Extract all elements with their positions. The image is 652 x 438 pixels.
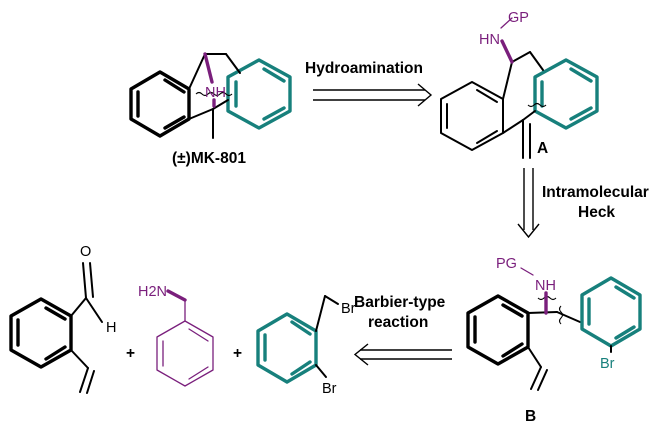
barbier-label-line2: reaction	[368, 314, 428, 331]
b-nh-label: NH	[535, 278, 556, 294]
a-right-ring	[533, 58, 599, 130]
compound-b-structure: NH PG Br	[466, 256, 642, 391]
bromobenzyl-ring	[256, 312, 318, 384]
b-br-label: Br	[600, 356, 615, 372]
bromobenzyl-br2-label: Br	[322, 381, 337, 397]
vinylbenzaldehyde-structure: O H	[9, 244, 116, 394]
compound-b-label: B	[525, 408, 536, 425]
hydroamination-arrow	[313, 83, 433, 107]
mk801-name: (±)MK-801	[172, 150, 246, 167]
mk801-right-ring	[226, 58, 292, 130]
benzylamine-ring	[156, 320, 214, 387]
plus-sign-2: +	[233, 345, 242, 362]
heck-label-line2: Heck	[578, 204, 615, 221]
bromobenzyl-br1-label: Br	[341, 301, 356, 317]
hydroamination-label: Hydroamination	[305, 60, 423, 77]
a-left-ring	[440, 81, 504, 151]
aldehyde-ring	[9, 297, 73, 369]
plus-sign-1: +	[126, 345, 135, 362]
benzylamine-structure: H2N	[138, 284, 214, 387]
benzylamine-h2n-label: H2N	[138, 284, 167, 300]
compound-a-label: A	[537, 140, 548, 157]
aldehyde-o-label: O	[80, 244, 91, 260]
b-left-ring	[466, 294, 530, 366]
barbier-arrow	[353, 343, 452, 366]
bromobenzyl-bromide-structure: Br Br	[256, 295, 356, 397]
mk801-structure: NH	[129, 52, 292, 139]
heck-arrow	[517, 168, 540, 239]
compound-a-structure: HN GP	[440, 10, 599, 159]
mk801-nh-label: NH	[205, 85, 226, 101]
aldehyde-h-label: H	[106, 320, 116, 336]
heck-label-line1: Intramolecular	[542, 184, 649, 201]
a-gp-label: GP	[508, 10, 529, 26]
barbier-label-line1: Barbier-type	[354, 294, 446, 311]
a-hn-label: HN	[479, 32, 500, 48]
b-pg-label: PG	[496, 256, 517, 272]
